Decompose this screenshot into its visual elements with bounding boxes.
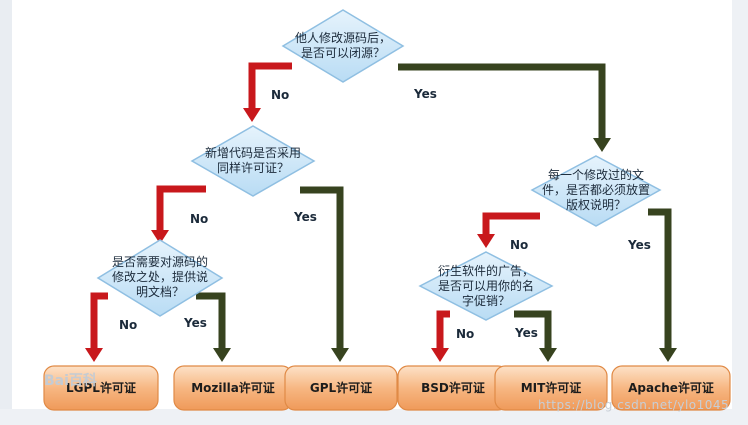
left-margin — [0, 0, 12, 425]
q2-yes-arrowhead — [331, 348, 349, 362]
q2-line-2: 同样许可证？ — [216, 161, 289, 175]
q4-diamond — [530, 155, 662, 227]
decision-nodes — [96, 9, 662, 321]
q4-no-connector — [482, 212, 540, 236]
q4-no-arrowhead — [477, 234, 495, 248]
q4-no-label: No — [510, 238, 529, 252]
bsd-label: BSD许可证 — [421, 381, 485, 395]
q2-text: 新增代码是否采用 同样许可证？ — [196, 146, 310, 176]
q2-diamond — [190, 125, 316, 197]
lgpl-box — [43, 365, 159, 411]
q1-yes-arrowhead — [593, 138, 611, 152]
q5-line-3: 字促销？ — [461, 294, 510, 308]
q5-line-1: 衍生软件的广告， — [437, 264, 534, 278]
q1-line-2: 是否可以闭源？ — [300, 46, 385, 60]
q5-text: 衍生软件的广告， 是否可以用你的名 字促销？ — [424, 264, 548, 309]
q1-no-connector — [248, 62, 292, 110]
q4-text: 每一个修改过的文 件，是否都必须放置 版权说明？ — [532, 168, 660, 213]
q4-line-3: 版权说明？ — [565, 198, 626, 212]
q5-no-arrowhead — [431, 348, 449, 362]
q4-yes-connector — [648, 208, 672, 350]
mit-box — [494, 365, 608, 411]
q2-line-1: 新增代码是否采用 — [204, 146, 301, 160]
q3-yes-connector — [196, 292, 226, 350]
apache-box — [611, 365, 731, 411]
q2-yes-connector — [300, 186, 344, 350]
q3-yes-arrowhead — [213, 348, 231, 362]
q1-no-label: No — [271, 88, 290, 102]
mozilla-label: Mozilla许可证 — [191, 381, 275, 395]
right-margin — [732, 0, 748, 425]
q2-no-arrowhead — [151, 230, 169, 244]
q3-line-1: 是否需要对源码的 — [111, 255, 208, 269]
apache-label: Apache许可证 — [628, 381, 714, 395]
q4-yes-arrowhead — [659, 348, 677, 362]
q4-yes-label: Yes — [628, 238, 651, 252]
yes-connectors — [196, 63, 677, 362]
q1-text: 他人修改源码后， 是否可以闭源？ — [285, 31, 401, 61]
q5-yes-connector — [514, 310, 552, 350]
gpl-label: GPL许可证 — [309, 381, 373, 395]
q1-yes-connector — [398, 63, 606, 140]
q2-yes-label: Yes — [294, 210, 317, 224]
q2-no-label: No — [190, 212, 209, 226]
q5-no-label: No — [456, 327, 475, 341]
q3-text: 是否需要对源码的 修改之处，提供说 明文档？ — [101, 255, 219, 300]
mit-label: MIT许可证 — [520, 381, 582, 395]
q5-diamond — [418, 251, 554, 321]
q1-line-1: 他人修改源码后， — [294, 31, 391, 45]
baike-watermark: Bai百科 — [44, 373, 97, 389]
q3-diamond — [96, 239, 224, 317]
q2-no-connector — [156, 185, 206, 232]
lgpl-label: LGPL许可证 — [66, 381, 136, 395]
q5-no-connector — [436, 310, 450, 350]
q3-no-arrowhead — [85, 348, 103, 362]
q4-line-1: 每一个修改过的文 — [547, 168, 644, 182]
gpl-box — [284, 365, 398, 411]
q3-no-label: No — [119, 318, 138, 332]
q1-yes-label: Yes — [414, 87, 437, 101]
q3-line-3: 明文档？ — [135, 285, 184, 299]
license-leaves — [43, 365, 731, 411]
q3-no-connector — [90, 292, 108, 350]
q3-yes-label: Yes — [184, 316, 207, 330]
csdn-watermark: https://blog.csdn.net/ylo1045 — [538, 398, 730, 412]
q4-line-2: 件，是否都必须放置 — [541, 183, 650, 197]
q5-line-2: 是否可以用你的名 — [437, 279, 534, 293]
q5-yes-arrowhead — [539, 348, 557, 362]
q1-no-arrowhead — [243, 108, 261, 122]
bottom-margin — [0, 409, 748, 425]
q3-line-2: 修改之处，提供说 — [111, 270, 208, 284]
no-connectors — [85, 62, 540, 362]
q1-diamond — [281, 9, 405, 83]
q5-yes-label: Yes — [515, 326, 538, 340]
